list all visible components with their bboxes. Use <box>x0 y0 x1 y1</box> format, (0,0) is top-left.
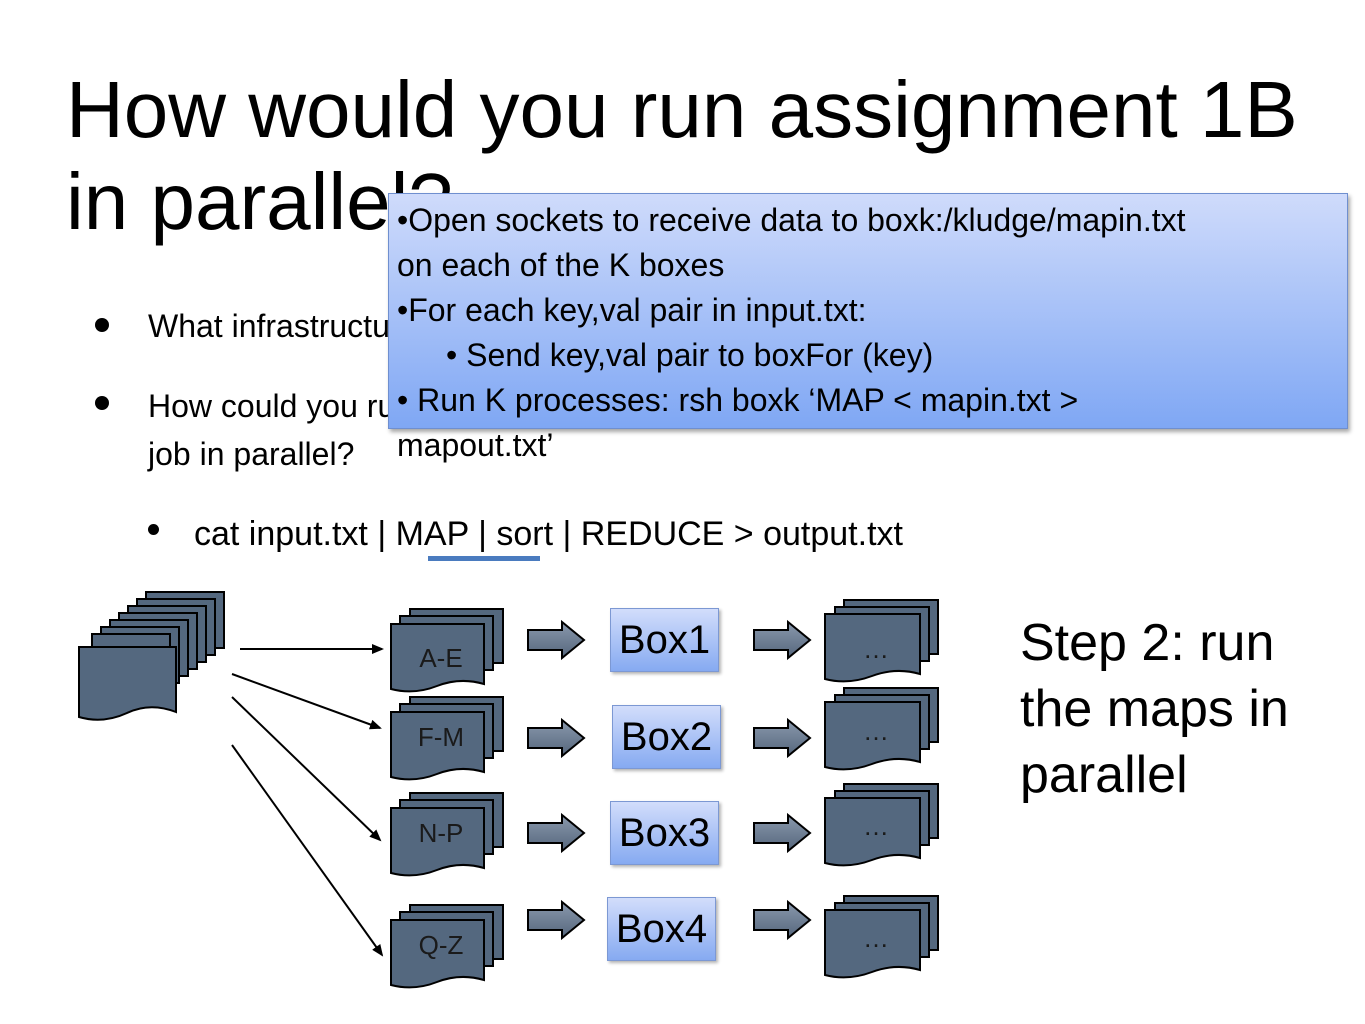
popup-line-4: • Send key,val pair to boxFor (key) <box>446 337 934 373</box>
box4-node: Box4 <box>607 897 716 961</box>
box3-node: Box3 <box>610 801 719 865</box>
output-label-4: … <box>863 923 889 953</box>
partition-stack-n-p: N-P <box>390 792 504 877</box>
block-arrow-to-box1 <box>527 619 586 661</box>
block-arrow-from-box2 <box>753 717 812 759</box>
block-arrow-from-box4 <box>753 899 812 941</box>
partition-stack-a-e: A-E <box>390 608 504 693</box>
block-arrow-from-box3 <box>753 812 812 854</box>
box2-node: Box2 <box>612 705 721 769</box>
partition-stack-q-z: Q-Z <box>390 904 504 989</box>
popup-line-3: •For each key,val pair in input.txt: <box>397 292 867 328</box>
callout-popup <box>388 193 1348 429</box>
partition-label-a-e: A-E <box>419 643 462 673</box>
popup-line-1: •Open sockets to receive data to boxk:/k… <box>397 202 1186 238</box>
output-label-3: … <box>863 811 889 841</box>
partition-label-q-z: Q-Z <box>419 930 464 960</box>
output-stack-1: … <box>824 599 939 683</box>
block-arrow-to-box2 <box>527 717 586 759</box>
map-underline <box>428 556 540 561</box>
block-arrow-to-box4 <box>527 899 586 941</box>
split-arrow-3 <box>231 696 382 842</box>
block-arrow-to-box3 <box>527 812 586 854</box>
pipeline-command: cat input.txt | MAP | sort | REDUCE > ou… <box>194 515 903 553</box>
popup-line-5: • Run K processes: rsh boxk ‘MAP < mapin… <box>397 382 1079 418</box>
partition-stack-f-m: F-M <box>390 696 504 781</box>
input-document-stack <box>78 591 225 721</box>
split-arrow-2 <box>231 673 382 730</box>
popup-line-2: on each of the K boxes <box>397 247 725 283</box>
output-stack-2: … <box>824 687 939 771</box>
box1-node: Box1 <box>610 608 719 672</box>
output-stack-3: … <box>824 783 939 867</box>
partition-label-n-p: N-P <box>419 818 464 848</box>
step-caption: Step 2: run the maps in parallel <box>1020 614 1289 804</box>
block-arrow-from-box1 <box>753 619 812 661</box>
bullet-dot-2 <box>95 396 109 410</box>
bullet-dot-3 <box>148 524 159 535</box>
bullet-dot-1 <box>95 318 109 332</box>
popup-line-6: mapout.txt’ <box>397 427 554 463</box>
output-label-1: … <box>863 634 889 664</box>
split-arrow-4 <box>231 744 384 957</box>
partition-label-f-m: F-M <box>418 722 464 752</box>
output-label-2: … <box>863 716 889 746</box>
output-stack-4: … <box>824 895 939 979</box>
